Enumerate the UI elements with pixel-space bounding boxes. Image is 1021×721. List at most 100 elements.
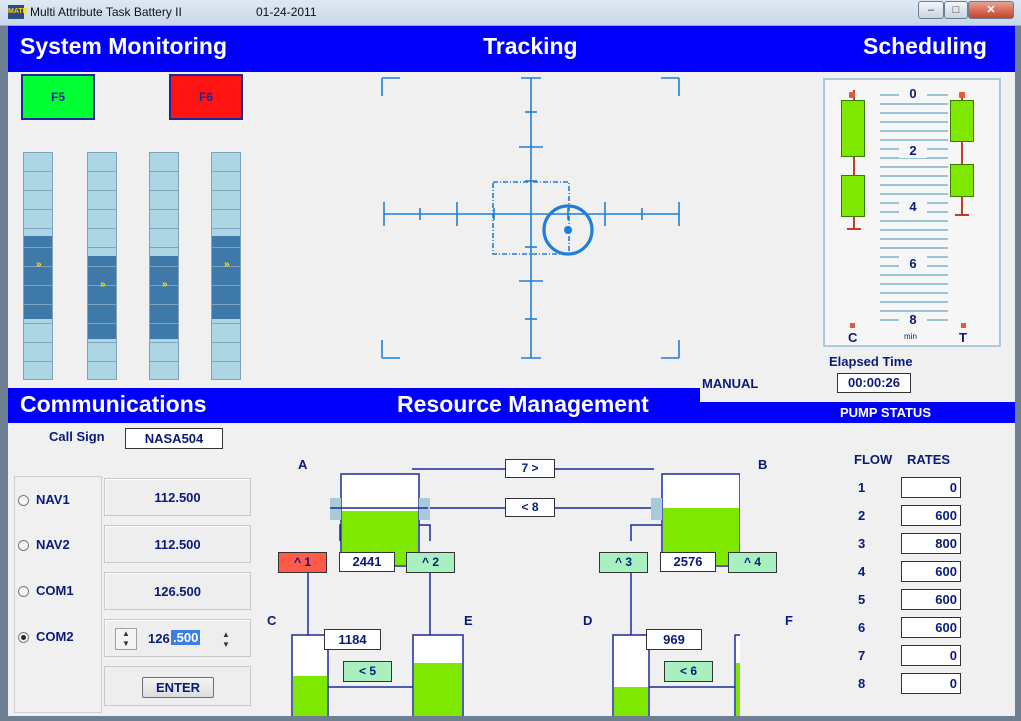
- flow-pump-4-rate: 600: [901, 561, 961, 582]
- scheduling-title: Scheduling: [863, 33, 987, 59]
- time-label-2: 2: [899, 143, 927, 158]
- flow-pump-8-label: 8: [858, 676, 866, 691]
- call-sign-label: Call Sign: [49, 429, 105, 444]
- schedule-t-block-2: [950, 164, 974, 197]
- communications-resource-bar: Communications Resource Management: [8, 388, 700, 423]
- column-t-label: T: [959, 330, 967, 345]
- pump-5-button[interactable]: < 5: [343, 661, 392, 682]
- flow-pump-3-label: 3: [858, 536, 866, 551]
- tank-c-label: C: [267, 613, 277, 628]
- top-section-bar: System Monitoring Tracking Scheduling: [8, 26, 1015, 72]
- flow-pump-7-label: 7: [858, 648, 866, 663]
- call-sign-value: NASA504: [125, 428, 223, 449]
- pump-6-button[interactable]: < 6: [664, 661, 713, 682]
- tank-a-level: 2441: [339, 552, 395, 572]
- f6-light-button[interactable]: F6: [169, 74, 243, 120]
- flow-pump-5-rate: 600: [901, 589, 961, 610]
- gauge-2[interactable]: »: [87, 152, 117, 380]
- com2-stepper-left[interactable]: ▲▼: [115, 628, 137, 650]
- gauge-2-arrow: »: [100, 279, 106, 290]
- channel-radio-group: [14, 476, 102, 713]
- pump-3-button[interactable]: ^ 3: [599, 552, 648, 573]
- flow-pump-4-label: 4: [858, 564, 866, 579]
- com2-frequency-decimal[interactable]: .500: [171, 630, 201, 645]
- nav2-radio[interactable]: [18, 540, 29, 551]
- pump-8-button[interactable]: < 8: [505, 498, 555, 517]
- pump-1-button[interactable]: ^ 1: [278, 552, 327, 573]
- flow-pump-1-label: 1: [858, 480, 866, 495]
- enter-button[interactable]: ENTER: [142, 677, 214, 698]
- nav1-frequency: 112.500: [104, 478, 251, 516]
- time-label-6: 6: [899, 256, 927, 271]
- window-date: 01-24-2011: [256, 5, 317, 19]
- flow-pump-6-rate: 600: [901, 617, 961, 638]
- time-label-0: 0: [899, 86, 927, 101]
- tank-c-fluid: [293, 676, 327, 716]
- nav1-radio[interactable]: [18, 495, 29, 506]
- pump-2-button[interactable]: ^ 2: [406, 552, 455, 573]
- tank-e-fluid: [414, 663, 462, 716]
- tank-d-label: D: [583, 613, 593, 628]
- flow-pump-2-rate: 600: [901, 505, 961, 526]
- tracking-display[interactable]: [374, 74, 694, 364]
- flow-header: FLOW: [854, 452, 893, 467]
- tank-a-label: A: [298, 457, 308, 472]
- rates-header: RATES: [907, 452, 951, 467]
- tank-b-level: 2576: [660, 552, 716, 572]
- flow-pump-5-label: 5: [858, 592, 866, 607]
- flow-pump-7-rate: 0: [901, 645, 961, 666]
- tank-b-label: B: [758, 457, 768, 472]
- schedule-t-marker: [959, 92, 965, 98]
- flow-pump-1-rate: 0: [901, 477, 961, 498]
- app-icon: MATB: [8, 5, 28, 19]
- tracking-title: Tracking: [483, 33, 578, 59]
- tracking-mode-label: MANUAL: [702, 376, 759, 391]
- gauge-3[interactable]: »: [149, 152, 179, 380]
- window-title: Multi Attribute Task Battery II: [30, 5, 182, 19]
- com2-frequency-whole[interactable]: 126: [148, 631, 170, 646]
- flow-pump-8-rate: 0: [901, 673, 961, 694]
- nav2-frequency: 112.500: [104, 525, 251, 563]
- com1-radio[interactable]: [18, 586, 29, 597]
- title-bar: MATB Multi Attribute Task Battery II 01-…: [0, 0, 1021, 26]
- tank-f-fluid: [736, 663, 740, 716]
- flow-pump-2-label: 2: [858, 508, 866, 523]
- nav1-label: NAV1: [36, 492, 70, 507]
- tank-e-label: E: [464, 613, 473, 628]
- tank-d-level: 969: [646, 629, 702, 650]
- time-label-8: 8: [899, 312, 927, 327]
- schedule-c-block-1: [841, 100, 865, 157]
- pump-4-button[interactable]: ^ 4: [728, 552, 777, 573]
- close-button[interactable]: ✕: [968, 1, 1014, 19]
- gauge-4-arrow: »: [224, 259, 230, 270]
- pump-status-title: PUMP STATUS: [700, 402, 1015, 423]
- com1-label: COM1: [36, 583, 74, 598]
- flow-pump-6-label: 6: [858, 620, 866, 635]
- minimize-button[interactable]: –: [918, 1, 944, 19]
- tank-f-label: F: [785, 613, 793, 628]
- schedule-c-marker: [849, 92, 855, 98]
- time-unit-label: min: [904, 332, 917, 341]
- nav2-label: NAV2: [36, 537, 70, 552]
- matb-client-area: System Monitoring Tracking Scheduling F5…: [8, 26, 1015, 716]
- gauge-1[interactable]: »: [23, 152, 53, 380]
- flow-pump-3-rate: 800: [901, 533, 961, 554]
- gauge-4[interactable]: »: [211, 152, 241, 380]
- schedule-t-block-1: [950, 100, 974, 142]
- gauge-3-arrow: »: [162, 279, 168, 290]
- resource-management-title: Resource Management: [397, 391, 649, 417]
- maximize-button[interactable]: □: [944, 1, 968, 19]
- scheduling-panel: 0 2 4 6 8 min C T: [823, 78, 1001, 347]
- com2-stepper-right[interactable]: ▲▼: [222, 630, 230, 649]
- gauge-1-arrow: »: [36, 259, 42, 270]
- tank-c-level: 1184: [324, 629, 381, 650]
- com1-frequency: 126.500: [104, 572, 251, 610]
- system-monitoring-title: System Monitoring: [20, 33, 228, 59]
- com2-label: COM2: [36, 629, 74, 644]
- elapsed-time-label: Elapsed Time: [829, 354, 913, 369]
- schedule-c-block-2: [841, 175, 865, 217]
- f5-light-button[interactable]: F5: [21, 74, 95, 120]
- com2-radio[interactable]: [18, 632, 29, 643]
- pump-7-button[interactable]: 7 >: [505, 459, 555, 478]
- elapsed-time-value: 00:00:26: [837, 373, 911, 393]
